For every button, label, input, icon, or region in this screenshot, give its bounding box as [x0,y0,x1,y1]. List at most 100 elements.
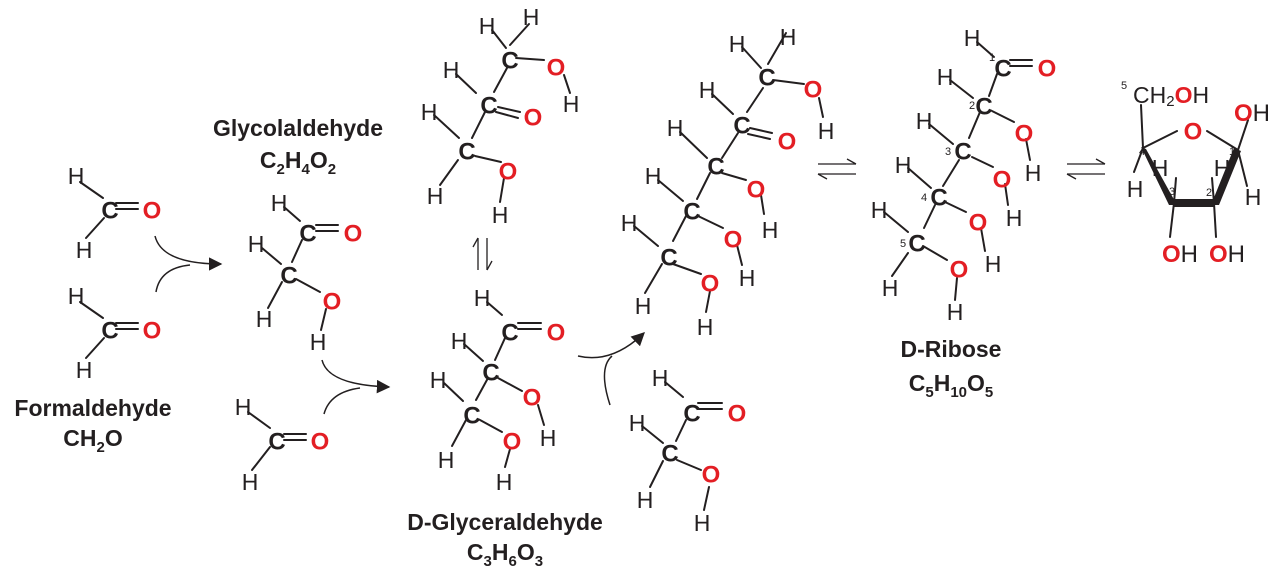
atom-h: H [729,31,746,57]
atom-o: O [804,77,823,104]
glyceraldehyde-formula: C3H6O3 [467,539,543,570]
atom-h: H [1214,155,1231,181]
atom-c: C [661,441,678,468]
atom-h: H [637,487,654,513]
atom-h: H [479,13,496,39]
atom-h: H [652,365,669,391]
atom-o: O [323,289,342,316]
atom-o: O [728,401,747,428]
atom-c: C [707,154,724,181]
atom-h: H [818,118,835,144]
atom-o: O [143,198,162,225]
atom-h: H [916,108,933,134]
atom-h: H [76,237,93,263]
atom-c: C [758,65,775,92]
atom-h: H [242,469,259,495]
atom-h: H [248,231,265,257]
atom-h: H [68,283,85,309]
atom-h: H [443,57,460,83]
atom-h: H [76,357,93,383]
curved-arrow-1-tail [155,264,191,293]
atom-h: H [739,265,756,291]
glycolaldehyde-formula: C2H4O2 [260,147,336,178]
atom-h: H [271,190,288,216]
curved-arrow-2 [321,359,391,394]
atom-o: O [311,429,330,456]
curved-arrow-3 [577,332,645,359]
atom-h: H [667,115,684,141]
locant-number: 2 [969,100,975,112]
atom-h: H [937,64,954,90]
atom-h: H [1006,205,1023,231]
atom-c: C [458,139,475,166]
atom-h: H [895,152,912,178]
atom-c: C [908,231,925,258]
formaldehyde-formula: CH2O [63,425,122,456]
atom-o: O [523,385,542,412]
atom-oh: OH [1162,241,1198,268]
atom-o: O [993,167,1012,194]
atom-o: O [950,257,969,284]
atom-h: H [496,469,513,495]
curved-arrow-3-tail [603,355,613,406]
locant-number: 3 [1169,186,1175,198]
atom-c: C [501,48,518,75]
atom-h: H [540,425,557,451]
atom-ch2oh: CH2OH [1133,82,1209,110]
curved-arrow-2-tail [323,387,361,415]
atom-h: H [629,410,646,436]
atom-c: C [954,139,971,166]
atom-c: C [480,93,497,120]
atom-c: C [660,245,677,272]
locant-number: 2 [1206,187,1212,199]
locant-number: 5 [900,238,906,250]
atom-h: H [563,91,580,117]
locant-number: 4 [1139,146,1145,158]
atom-h: H [964,25,981,51]
atom-o: O [701,271,720,298]
atom-o: O [778,129,797,156]
atom-c: C [280,263,297,290]
atom-oh: OH [1209,241,1245,268]
atom-o: O [969,210,988,237]
atom-h: H [947,299,964,325]
atom-o: O [1015,121,1034,148]
atom-h: H [1152,155,1169,181]
atom-h: H [68,163,85,189]
atom-h: H [697,314,714,340]
atom-h: H [1245,184,1262,210]
locant-number: 3 [945,146,951,158]
atom-o: O [503,429,522,456]
atom-o: O [499,159,518,186]
glyceraldehyde-name: D-Glyceraldehyde [407,509,603,535]
atom-h: H [310,329,327,355]
glycolaldehyde-name: Glycolaldehyde [213,115,383,141]
atom-o: O [344,221,363,248]
atom-o: O [143,318,162,345]
atom-h: H [762,217,779,243]
atom-h: H [451,328,468,354]
atom-h: H [438,447,455,473]
atom-h: H [882,275,899,301]
atom-h: H [621,210,638,236]
atom-h: H [635,293,652,319]
atom-h: H [474,285,491,311]
locant-number: 4 [921,192,927,204]
atom-h: H [421,99,438,125]
atom-o: O [547,320,566,347]
equilibrium-arrow-2 [1066,158,1106,180]
atom-h: H [645,163,662,189]
atom-c: C [268,429,285,456]
atom-c: C [463,403,480,430]
atom-h: H [523,4,540,30]
locant-number: 1 [989,52,995,64]
atom-c: C [930,185,947,212]
atom-c: C [733,113,750,140]
bonds [79,23,1249,511]
locant-number: 5 [1121,80,1127,92]
equilibrium-arrow-1 [817,158,857,180]
